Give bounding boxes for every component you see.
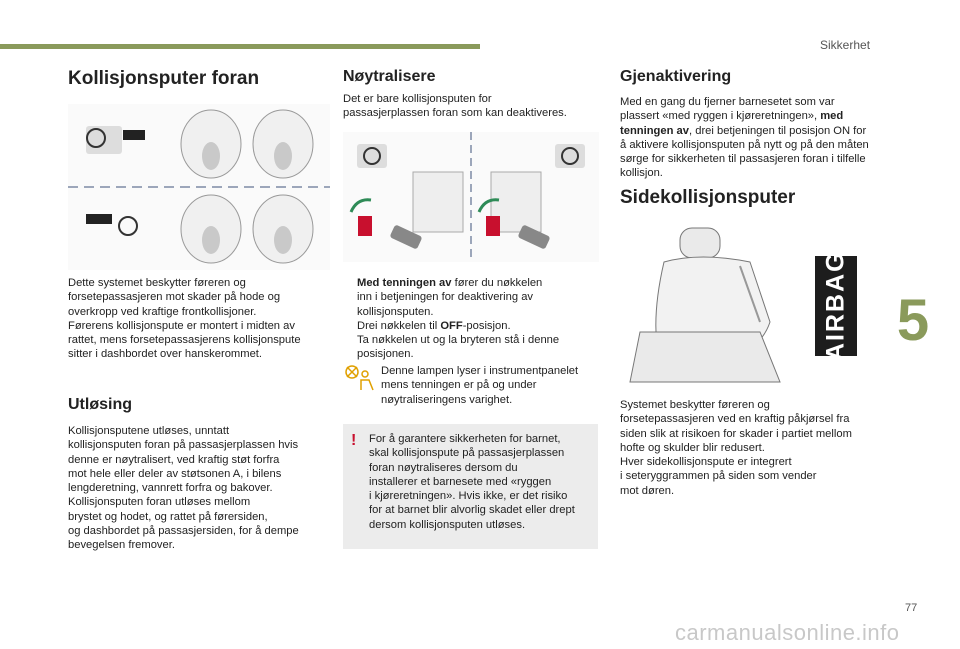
warning-box: ! For å garantere sikkerheten for barnet… (343, 424, 598, 549)
deactivation-steps: Med tenningen av fører du nøkkelen inn i… (343, 276, 599, 362)
note-line: mens tenningen er på og under (381, 379, 537, 392)
intro-line: Det er bare kollisjonsputen for (343, 93, 492, 105)
reactivate-text-post: , drei betjeningen til posisjon ON for å… (620, 124, 869, 180)
bullet-text: posisjonen. (357, 348, 414, 361)
side-airbag-seat-illustration: AIRBAG (620, 222, 875, 392)
bullet-icon (343, 333, 357, 362)
airbag-label-badge: AIRBAG (815, 251, 857, 361)
intro-line: overkropp ved kraftige frontkollisjoner. (68, 305, 257, 318)
list-item: Ta nøkkelen ut og la bryteren stå i denn… (343, 333, 599, 362)
reactivate-title: Gjenaktivering (620, 68, 732, 85)
intro-line: forsetepassasjeren mot skader på hode og (68, 291, 281, 304)
column-reactivate: Gjenaktivering (620, 68, 875, 86)
warning-line: For å garantere sikkerheten for barnet, (369, 433, 561, 445)
deployment-section: Utløsing (68, 396, 330, 414)
deactivate-intro: Det er bare kollisjonsputen for passasje… (343, 92, 599, 121)
body-line: Hver sidekollisjonspute er integrert (620, 456, 792, 469)
warning-lamp-note: Denne lampen lyser i instrumentpanelet m… (343, 364, 599, 407)
intro-line: sitter i dashbordet over hanskerommet. (68, 348, 263, 361)
deactivation-switch-illustration (343, 132, 599, 262)
page-number: 77 (905, 602, 918, 614)
body-line: kollisjonsputen foran på passasjerplasse… (68, 439, 299, 452)
side-airbags-title: Sidekollisjonsputer (620, 187, 796, 208)
warning-line: foran nøytraliseres dersom du (369, 461, 518, 474)
reactivate-text-pre: Med en gang du fjerner barnesetet som va… (620, 96, 835, 123)
bullet-text: kollisjonsputen. (357, 305, 434, 318)
reactivate-text-bold: med tenningen av (620, 110, 844, 137)
body-line: mot døren. (620, 484, 675, 497)
warning-line: installerer et barnesete med «ryggen (369, 475, 552, 488)
seat-icon (629, 227, 781, 383)
warning-line: skal kollisjonspute på passasjerplassen (369, 447, 565, 460)
body-line: i seteryggrammen på siden som vender (620, 470, 817, 483)
watermark: carmanualsonline.info (675, 620, 900, 645)
intro-line: Dette systemet beskytter føreren og (68, 277, 246, 289)
list-item: Med tenningen av fører du nøkkelen inn i… (343, 276, 599, 319)
deployment-body: Kollisjonsputene utløses, unntatt kollis… (68, 424, 330, 553)
deactivate-title: Nøytralisere (343, 68, 436, 85)
column-front-airbags: Kollisjonsputer foran (68, 68, 330, 90)
reactivate-text: Med en gang du fjerner barnesetet som va… (620, 95, 875, 181)
warning-line: for at barnet blir alvorlig skadet eller… (369, 504, 575, 517)
body-line: Kollisjonsputen foran utløses mellom (68, 496, 251, 509)
warning-line: dersom kollisjonsputen utløses. (369, 518, 526, 531)
deployment-title: Utløsing (68, 396, 132, 413)
body-line: mot hele eller deler av støtsonen A, i b… (68, 467, 282, 480)
warning-icon: ! (351, 432, 357, 449)
body-line: brystet og hodet, og rattet på førerside… (68, 510, 268, 523)
body-line: denne er nøytralisert, ved kraftig støt … (68, 453, 280, 466)
bullet-text: Ta nøkkelen ut og la bryteren stå i denn… (357, 334, 560, 347)
list-item: Drei nøkkelen til OFF-posisjon. (343, 319, 599, 333)
bullet-text: -posisjon. (462, 319, 511, 332)
body-line: hofte og skulder blir redusert. (620, 441, 765, 454)
body-line: forsetepassasjeren ved en kraftig påkjør… (620, 413, 850, 426)
bullet-bold: Med tenningen av (357, 277, 452, 289)
body-line: Systemet beskytter føreren og (620, 399, 770, 411)
header-bar (0, 44, 480, 49)
body-line: bevegelsen fremover. (68, 539, 175, 552)
intro-line: rattet, mens forsetepassasjerens kollisj… (68, 334, 301, 347)
body-line: siden slik at risikoen for skader i part… (620, 427, 852, 440)
bullet-text: inn i betjeningen for deaktivering av (357, 291, 534, 304)
column-deactivate: Nøytralisere (343, 68, 599, 86)
airbag-deployment-icon (68, 109, 330, 264)
bullet-icon (343, 319, 357, 333)
intro-line: Førerens kollisjonspute er montert i mid… (68, 319, 295, 332)
bullet-icon (343, 276, 357, 319)
body-line: lengderetning, vannrett forfra og bakove… (68, 482, 273, 495)
front-airbags-title: Kollisjonsputer foran (68, 68, 260, 89)
reactivate-body: Med en gang du fjerner barnesetet som va… (620, 95, 875, 181)
bullet-bold: OFF (440, 319, 463, 332)
front-airbags-illustration (68, 104, 330, 270)
front-airbags-intro: Dette systemet beskytter føreren og fors… (68, 276, 330, 362)
note-line: nøytraliseringens varighet. (381, 393, 513, 406)
bullet-text: fører du nøkkelen (451, 277, 543, 289)
airbag-off-lamp-icon (345, 365, 374, 391)
side-airbags-body: Systemet beskytter føreren og forsetepas… (620, 398, 875, 498)
section-label: Sikkerhet (820, 38, 871, 52)
body-line: Kollisjonsputene utløses, unntatt (68, 425, 230, 437)
side-airbags-section: Sidekollisjonsputer (620, 187, 875, 209)
bullet-text: Drei nøkkelen til (357, 319, 441, 332)
note-line: Denne lampen lyser i instrumentpanelet (381, 365, 579, 377)
intro-line: passasjerplassen foran som kan deaktiver… (343, 107, 567, 120)
body-line: og dashbordet på passasjersiden, for å d… (68, 525, 299, 538)
warning-line: i kjøreretningen». Hvis ikke, er det ris… (369, 490, 568, 503)
key-switch-icon (349, 132, 585, 262)
chapter-number: 5 (883, 270, 943, 370)
